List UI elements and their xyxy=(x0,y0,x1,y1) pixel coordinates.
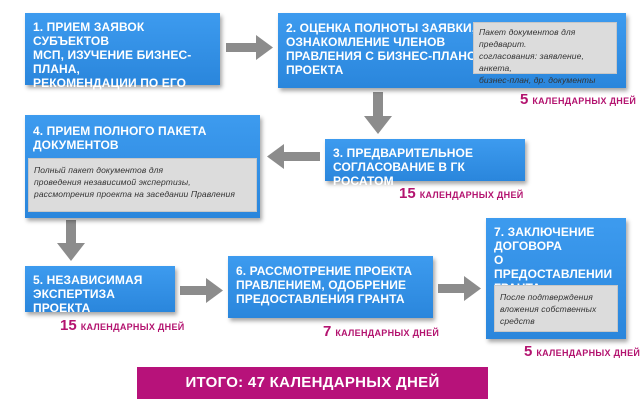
arrow-4-to-5 xyxy=(57,220,85,261)
step-3-days-unit: КАЛЕНДАРНЫХ ДНЕЙ xyxy=(419,190,524,200)
arrow-3-to-4 xyxy=(267,144,320,169)
step-3-days: 15 xyxy=(399,185,416,202)
arrow-6-to-7 xyxy=(438,276,481,301)
step-2-days-unit: КАЛЕНДАРНЫХ ДНЕЙ xyxy=(532,96,637,106)
step-3-box: 3. ПРЕДВАРИТЕЛЬНОЕ СОГЛАСОВАНИЕ В ГК РОС… xyxy=(325,139,525,188)
arrow-5-to-6 xyxy=(180,278,223,303)
step-2-title: 2. ОЦЕНКА ПОЛНОТЫ ЗАЯВКИ, ОЗНАКОМЛЕНИЕ Ч… xyxy=(286,21,487,77)
arrow-2-to-3 xyxy=(364,92,392,134)
step-2-note: Пакет документов для предварит. согласов… xyxy=(473,22,617,85)
step-1-title: 1. ПРИЕМ ЗАЯВОК СУБЪЕКТОВ МСП, ИЗУЧЕНИЕ … xyxy=(33,20,192,104)
total-banner: ИТОГО: 47 КАЛЕНДАРНЫХ ДНЕЙ xyxy=(137,367,488,399)
step-2-box: 2. ОЦЕНКА ПОЛНОТЫ ЗАЯВКИ, ОЗНАКОМЛЕНИЕ Ч… xyxy=(278,13,626,88)
step-6-days-unit: КАЛЕНДАРНЫХ ДНЕЙ xyxy=(335,328,440,338)
step-7-note: После подтверждения вложения собственных… xyxy=(494,285,618,332)
step-6-days: 7 xyxy=(323,323,332,340)
step-7-days-unit: КАЛЕНДАРНЫХ ДНЕЙ xyxy=(536,348,640,358)
step-5-title: 5. НЕЗАВИСИМАЯ ЭКСПЕРТИЗА ПРОЕКТА xyxy=(33,273,143,315)
step-7-days: 5 xyxy=(524,343,533,360)
step-1-box: 1. ПРИЕМ ЗАЯВОК СУБЪЕКТОВ МСП, ИЗУЧЕНИЕ … xyxy=(25,13,220,104)
step-6-box: 6. РАССМОТРЕНИЕ ПРОЕКТА ПРАВЛЕНИЕМ, ОДОБ… xyxy=(228,256,433,318)
step-2-days: 5 xyxy=(520,91,529,108)
step-3-title: 3. ПРЕДВАРИТЕЛЬНОЕ СОГЛАСОВАНИЕ В ГК РОС… xyxy=(333,146,474,188)
step-5-days: 15 xyxy=(60,317,77,334)
step-6-title: 6. РАССМОТРЕНИЕ ПРОЕКТА ПРАВЛЕНИЕМ, ОДОБ… xyxy=(236,264,413,306)
step-7-box: 7. ЗАКЛЮЧЕНИЕ ДОГОВОРА О ПРЕДОСТАВЛЕНИИ … xyxy=(486,218,626,339)
step-4-box: 4. ПРИЕМ ПОЛНОГО ПАКЕТА ДОКУМЕНТОВ Полны… xyxy=(25,115,260,218)
step-4-title: 4. ПРИЕМ ПОЛНОГО ПАКЕТА ДОКУМЕНТОВ xyxy=(33,124,207,152)
step-4-note: Полный пакет документов для проведения н… xyxy=(28,158,257,212)
step-5-days-unit: КАЛЕНДАРНЫХ ДНЕЙ xyxy=(80,322,185,332)
arrow-1-to-2 xyxy=(226,35,273,60)
step-5-box: 5. НЕЗАВИСИМАЯ ЭКСПЕРТИЗА ПРОЕКТА xyxy=(25,266,175,315)
